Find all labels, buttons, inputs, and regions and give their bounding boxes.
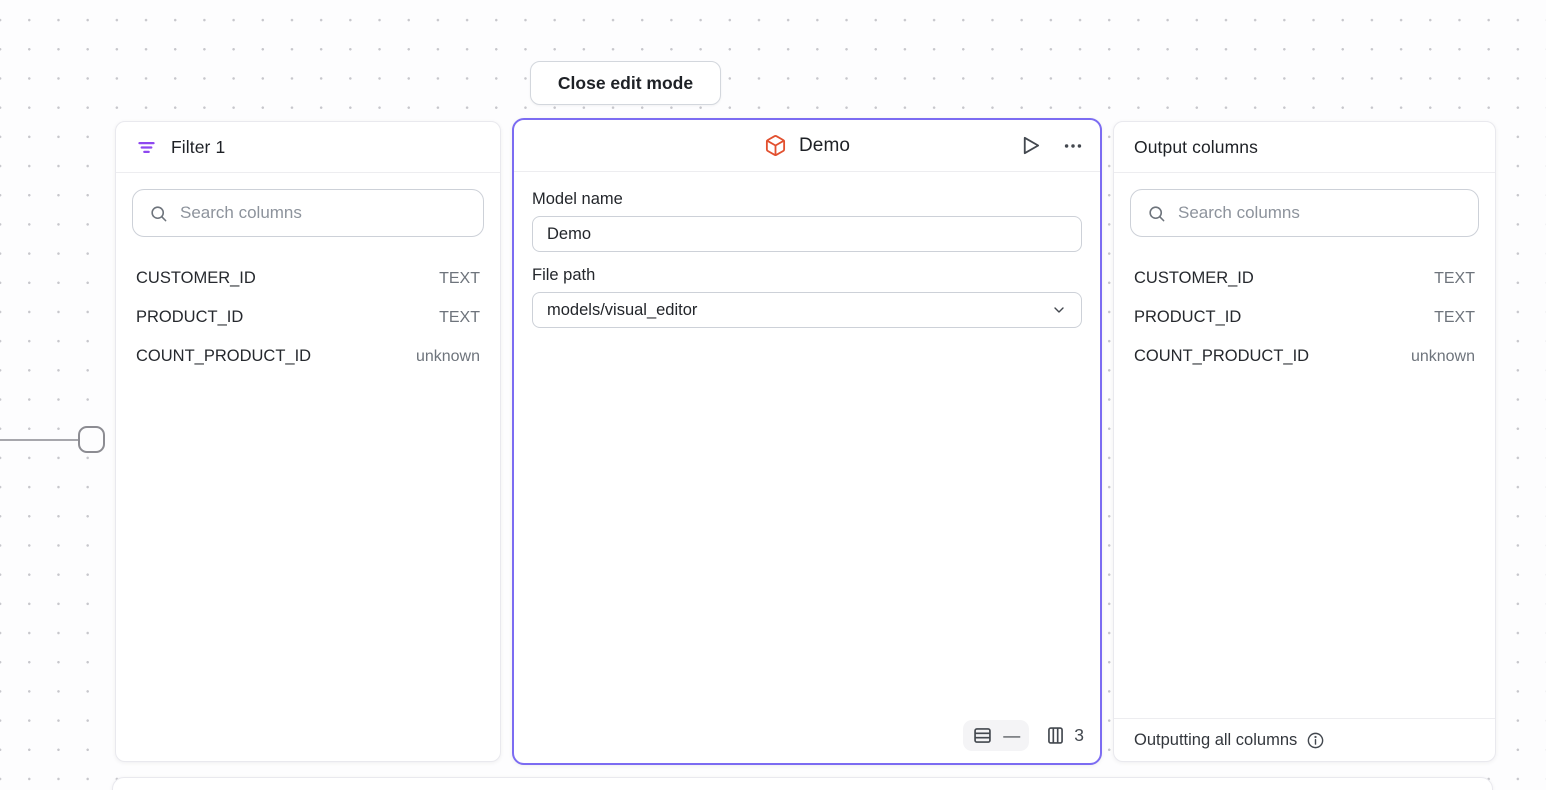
columns-icon	[1045, 725, 1066, 746]
output-search-box[interactable]	[1130, 189, 1479, 237]
column-type: TEXT	[1434, 308, 1475, 326]
column-name: PRODUCT_ID	[136, 308, 244, 326]
output-columns-panel[interactable]: Output columns CUSTOMER_ID TEXT PRODUCT_…	[1113, 121, 1496, 762]
outputting-all-columns-text: Outputting all columns	[1134, 730, 1298, 749]
filter-search-input[interactable]	[180, 203, 467, 223]
column-name: PRODUCT_ID	[1134, 308, 1242, 326]
edge-connection-handle[interactable]	[78, 426, 105, 453]
filter-search-box[interactable]	[132, 189, 484, 237]
search-icon	[149, 204, 168, 223]
filter-panel-title: Filter 1	[171, 136, 226, 157]
filter-panel-header: Filter 1	[116, 122, 500, 173]
file-path-label: File path	[532, 266, 596, 284]
search-icon	[1147, 204, 1166, 223]
column-name: CUSTOMER_ID	[1134, 269, 1254, 287]
column-count-indicator[interactable]: 3	[1045, 725, 1084, 746]
filter-lines-icon	[136, 137, 157, 158]
column-row[interactable]: CUSTOMER_ID TEXT	[136, 259, 480, 298]
chevron-down-icon	[1051, 302, 1067, 318]
edge-connector-line	[0, 439, 79, 441]
model-panel-footer: — 3	[963, 720, 1084, 751]
file-path-select[interactable]: models/visual_editor	[532, 292, 1082, 328]
close-edit-mode-button[interactable]: Close edit mode	[530, 61, 721, 105]
model-panel-title: Demo	[798, 134, 851, 156]
model-name-input[interactable]	[532, 216, 1082, 252]
output-panel-header: Output columns	[1114, 122, 1495, 173]
model-name-label: Model name	[532, 190, 623, 208]
column-type: TEXT	[439, 308, 480, 326]
column-row[interactable]: PRODUCT_ID TEXT	[136, 298, 480, 337]
filter-node-panel[interactable]: Filter 1 CUSTOMER_ID TEXT PRODUCT_ID TEX…	[115, 121, 501, 762]
output-panel-footer: Outputting all columns	[1114, 718, 1495, 761]
column-name: CUSTOMER_ID	[136, 269, 256, 287]
run-model-button[interactable]	[1019, 134, 1042, 157]
column-row[interactable]: COUNT_PRODUCT_ID unknown	[136, 337, 480, 376]
column-type: TEXT	[1434, 269, 1475, 287]
column-count-value: 3	[1074, 725, 1084, 745]
more-options-button[interactable]	[1062, 135, 1084, 157]
column-name: COUNT_PRODUCT_ID	[136, 347, 312, 365]
column-type: unknown	[415, 347, 480, 365]
output-panel-title: Output columns	[1134, 136, 1258, 157]
model-node-panel[interactable]: Demo Model name File path models/visual_…	[512, 118, 1102, 765]
row-count-value: —	[1003, 726, 1021, 745]
model-panel-header: Demo	[514, 120, 1100, 172]
output-column-list: CUSTOMER_ID TEXT PRODUCT_ID TEXT COUNT_P…	[1114, 253, 1495, 382]
column-type: TEXT	[439, 269, 480, 287]
column-row[interactable]: PRODUCT_ID TEXT	[1134, 298, 1475, 337]
bottom-partial-panel[interactable]	[112, 777, 1493, 790]
column-name: COUNT_PRODUCT_ID	[1134, 347, 1310, 365]
info-icon[interactable]	[1306, 731, 1325, 750]
output-search-input[interactable]	[1178, 203, 1462, 223]
file-path-value: models/visual_editor	[547, 300, 698, 319]
column-row[interactable]: CUSTOMER_ID TEXT	[1134, 259, 1475, 298]
column-row[interactable]: COUNT_PRODUCT_ID unknown	[1134, 337, 1475, 376]
rows-icon	[972, 725, 993, 746]
cube-icon	[764, 134, 787, 157]
filter-column-list: CUSTOMER_ID TEXT PRODUCT_ID TEXT COUNT_P…	[116, 253, 500, 382]
column-type: unknown	[1410, 347, 1475, 365]
row-count-indicator[interactable]: —	[963, 720, 1030, 751]
